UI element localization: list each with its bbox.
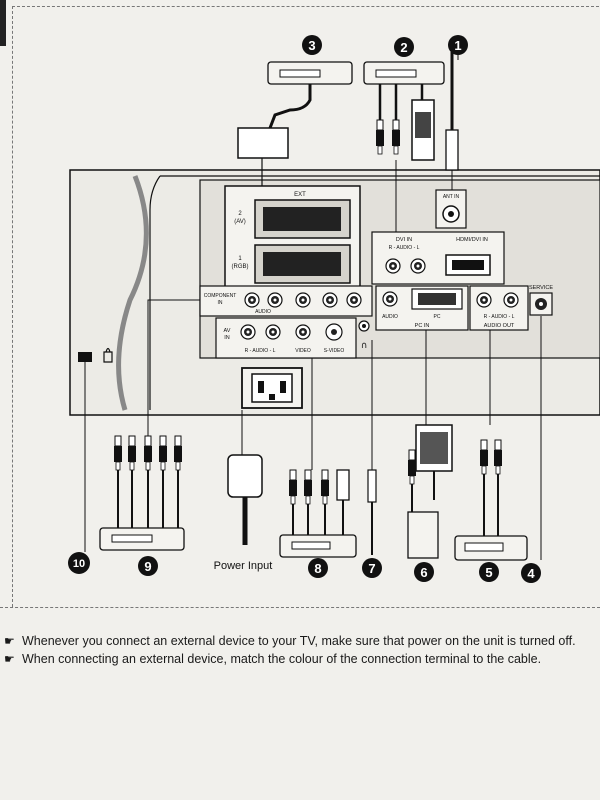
note-item: ☛ When connecting an external device, mat… — [4, 650, 594, 668]
svg-text:5: 5 — [485, 565, 492, 580]
scart2-label-line1: 2 — [238, 211, 242, 217]
callout-4: 4 — [521, 563, 541, 583]
pointing-hand-icon: ☛ — [4, 652, 15, 666]
power-socket — [241, 367, 303, 409]
audio-out-panel: R - AUDIO - L AUDIO OUT — [469, 285, 529, 331]
device-8-av-cable — [279, 358, 357, 558]
page-edge-tab — [0, 0, 6, 46]
section-divider — [0, 607, 600, 608]
callout-9: 9 — [138, 556, 158, 576]
connection-diagram: EXT 2 (AV) 1 (RGB) ANT IN DVI IN R - AUD… — [68, 35, 600, 583]
callout-3: 3 — [302, 35, 322, 55]
svg-text:6: 6 — [420, 565, 427, 580]
svg-text:10: 10 — [73, 558, 85, 570]
device-9-component-cable — [99, 299, 200, 551]
callout-8: 8 — [308, 558, 328, 578]
scart-ext-panel: EXT 2 (AV) 1 (RGB) — [224, 185, 361, 289]
service-port: SERVICE — [529, 285, 553, 316]
audio-out-audio-label: R - AUDIO - L — [484, 314, 515, 320]
dvi-hdmi-panel: DVI IN R - AUDIO - L HDMI/DVI IN — [371, 231, 505, 285]
notes-section: ☛ Whenever you connect an external device… — [4, 632, 594, 668]
service-label: SERVICE — [529, 285, 553, 291]
callout-5: 5 — [479, 562, 499, 582]
dvi-in-label: DVI IN — [396, 237, 412, 243]
svg-text:2: 2 — [400, 40, 407, 55]
av-in-panel: AV IN R - AUDIO - L VIDEO S-VIDEO — [215, 317, 357, 359]
callout-1: 1 — [448, 35, 468, 55]
pc-in-panel: AUDIO PC PC IN — [375, 285, 469, 331]
hdmi-dvi-in-label: HDMI/DVI IN — [456, 237, 488, 243]
callout-2: 2 — [394, 37, 414, 57]
device-2-hdmi-source — [363, 61, 445, 232]
component-label-line1: COMPONENT — [204, 293, 237, 299]
pointing-hand-icon: ☛ — [4, 634, 15, 648]
component-in-panel: COMPONENT IN AUDIO — [199, 285, 373, 317]
callout-6: 6 — [414, 562, 434, 582]
svg-text:3: 3 — [308, 38, 315, 53]
device-3-scart-vcr — [237, 61, 353, 186]
headphone-jack: ∩ — [358, 320, 370, 351]
svg-text:4: 4 — [527, 566, 535, 581]
svg-text:8: 8 — [314, 561, 321, 576]
scart2-label-line2: (AV) — [234, 219, 246, 225]
ant-in-label: ANT IN — [443, 194, 460, 200]
power-cord — [227, 410, 263, 545]
component-audio-label: AUDIO — [255, 309, 271, 315]
scart1-label-line2: (RGB) — [232, 264, 249, 270]
device-6-pc-cable — [407, 330, 453, 559]
audio-out-label: AUDIO OUT — [484, 323, 515, 329]
scart-plug — [237, 127, 289, 159]
pc-in-label: PC IN — [415, 323, 430, 329]
headphone-cable-7 — [367, 340, 377, 555]
pc-label: PC — [434, 314, 441, 320]
pc-audio-label: AUDIO — [382, 314, 398, 320]
scart1-label-line1: 1 — [238, 256, 242, 262]
av-in-label-line2: IN — [224, 335, 230, 341]
device-5-audio-system — [454, 330, 528, 561]
ant-in-port: ANT IN — [435, 189, 467, 229]
s-video-label: S-VIDEO — [324, 348, 345, 354]
note-item: ☛ Whenever you connect an external device… — [4, 632, 594, 650]
s-video-plug — [336, 469, 350, 501]
component-label-line2: IN — [218, 300, 223, 306]
svg-text:1: 1 — [454, 38, 461, 53]
av-in-label-line1: AV — [224, 328, 231, 334]
callout-7: 7 — [362, 558, 382, 578]
svg-text:7: 7 — [368, 561, 375, 576]
dvi-audio-label: R - AUDIO - L — [389, 245, 420, 251]
ext-label: EXT — [294, 192, 306, 198]
kensington-lock — [78, 347, 113, 363]
headphone-icon: ∩ — [361, 341, 368, 351]
antenna-cable — [445, 52, 459, 190]
diagram-frame — [12, 6, 599, 607]
pc-tower — [407, 511, 439, 559]
power-input-label: Power Input — [214, 560, 273, 572]
note-text: Whenever you connect an external device … — [22, 634, 576, 648]
video-label: VIDEO — [295, 348, 311, 354]
av-audio-label: R - AUDIO - L — [245, 348, 276, 354]
note-text: When connecting an external device, matc… — [22, 652, 542, 666]
svg-text:9: 9 — [144, 559, 151, 574]
callout-10: 10 — [68, 552, 90, 574]
